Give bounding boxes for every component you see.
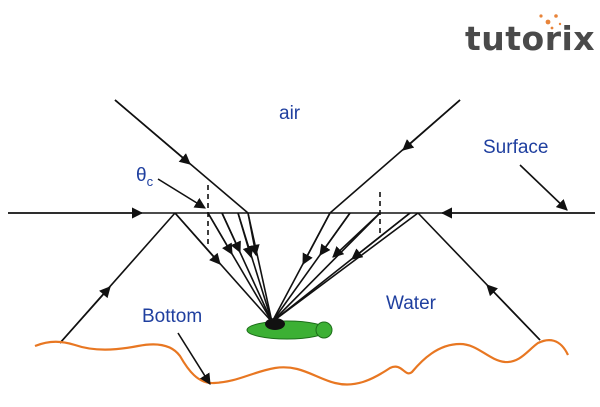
critical-angle-label: θc xyxy=(136,165,154,189)
refracted-rays-right xyxy=(271,212,411,323)
star-sparkle-icon xyxy=(539,14,562,30)
tutorix-logo: tutorix xyxy=(465,14,595,58)
critical-angle-subscript: c xyxy=(147,174,154,189)
fish-icon xyxy=(246,318,333,340)
reflected-ray-left xyxy=(59,212,273,344)
surface-label: Surface xyxy=(483,137,548,158)
reflected-ray-right xyxy=(271,212,541,341)
air-ray-left xyxy=(114,99,249,214)
critical-angle-pointer-arrow xyxy=(157,178,206,209)
surface-pointer-arrow xyxy=(519,164,568,211)
water-label: Water xyxy=(386,293,437,314)
air-ray-right xyxy=(329,99,461,214)
bottom-pointer-arrow xyxy=(177,332,211,385)
refracted-rays-left xyxy=(207,212,273,323)
air-label: air xyxy=(279,103,301,124)
sea-bottom-line xyxy=(34,339,569,386)
theta-symbol: θ xyxy=(136,165,147,186)
bottom-label: Bottom xyxy=(142,306,202,327)
logo-text: tutorix xyxy=(465,19,595,58)
